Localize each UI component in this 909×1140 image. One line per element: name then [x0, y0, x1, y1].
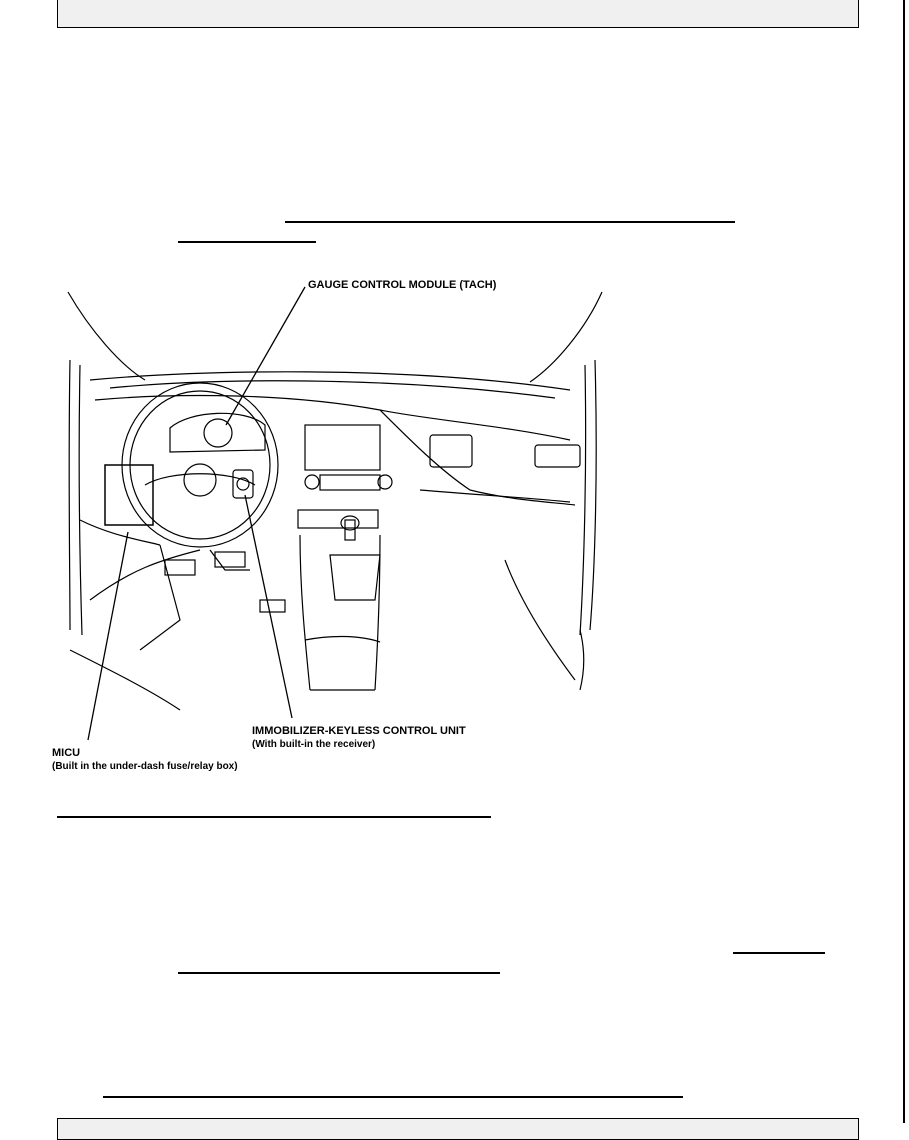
gauge-label: GAUGE CONTROL MODULE (TACH)	[308, 279, 497, 291]
dashboard-diagram: GAUGE CONTROL MODULE (TACH) IMMOBILIZER-…	[52, 279, 603, 772]
immobilizer-sublabel: (With built-in the receiver)	[252, 739, 375, 750]
micu-sublabel: (Built in the under-dash fuse/relay box)	[52, 761, 238, 772]
header-box	[57, 0, 859, 28]
page-right-border	[903, 0, 905, 1123]
micu-label: MICU	[52, 747, 80, 759]
footer-box	[57, 1118, 859, 1140]
link-underline-2[interactable]	[178, 241, 316, 243]
link-underline-6[interactable]	[103, 1096, 683, 1098]
immobilizer-label: IMMOBILIZER-KEYLESS CONTROL UNIT	[252, 725, 466, 737]
link-underline-3[interactable]	[57, 816, 491, 818]
link-underline-5[interactable]	[178, 972, 500, 974]
link-underline-1[interactable]	[285, 221, 735, 223]
link-underline-4[interactable]	[733, 952, 825, 954]
